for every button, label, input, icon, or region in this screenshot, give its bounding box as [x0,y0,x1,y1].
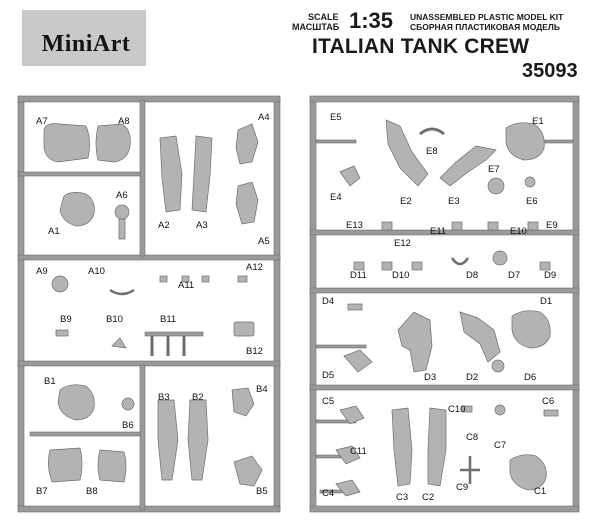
part-label: B11 [160,314,176,325]
part-label: D7 [508,270,520,281]
part-label: A10 [88,266,105,277]
part-label: C10 [448,404,465,415]
part-label: E11 [430,226,446,237]
right-sprue-parts [335,119,559,497]
part-label: D11 [350,270,367,281]
part-label: D8 [466,270,478,281]
part-label: B2 [192,392,204,403]
part-label: D1 [540,296,552,307]
part-label: E9 [546,220,558,231]
part-label: B3 [158,392,170,403]
part-label: B10 [106,314,123,325]
part-label: C4 [322,488,334,499]
part-label: C7 [494,440,506,451]
part-label: E3 [448,196,460,207]
part-label: C6 [542,396,554,407]
part-label: E6 [526,196,538,207]
part-label: A7 [36,116,48,127]
part-label: A3 [196,220,208,231]
right-part-labels: E5 E1 E8 E7 E4 E2 E3 E6 E13 E12 E11 E10 … [322,112,558,503]
part-label: B5 [256,486,268,497]
part-label: C2 [422,492,434,503]
part-label: D6 [524,372,536,383]
part-label: A2 [158,220,170,231]
part-label: B6 [122,420,134,431]
part-label: D2 [466,372,478,383]
part-label: B12 [246,346,263,357]
scale-label-ru: МАСШТАБ [292,22,340,32]
left-sprue-parts [43,123,263,487]
part-label: A6 [116,190,128,201]
part-label: E5 [330,112,342,123]
scale-ratio: 1:35 [349,8,394,33]
part-label: D5 [322,370,334,381]
part-label: C8 [466,432,478,443]
part-label: C11 [350,446,367,457]
part-label: A5 [258,236,270,247]
miniart-logo: MiniArt [22,10,146,66]
part-label: D9 [544,270,556,281]
part-label: D4 [322,296,334,307]
part-label: B8 [86,486,98,497]
part-label: A12 [246,262,263,273]
part-label: D10 [392,270,409,281]
kit-code: 35093 [522,60,578,82]
part-label: C3 [396,492,408,503]
part-label: A4 [258,112,270,123]
part-label: E10 [510,226,527,237]
left-part-labels: A7 A8 A4 A6 A1 A2 A3 A5 A9 A10 A11 A12 B… [36,112,270,497]
part-label: B7 [36,486,48,497]
part-label: E1 [532,116,544,127]
brand-name: MiniArt [41,30,131,57]
kit-type-en: UNASSEMBLED PLASTIC MODEL KIT [410,12,564,22]
right-sprue-frame [309,95,580,513]
part-label: E8 [426,146,438,157]
part-label: D3 [424,372,436,383]
part-label: A9 [36,266,48,277]
part-label: E2 [400,196,412,207]
part-label: E12 [394,238,411,249]
part-label: C5 [322,396,334,407]
part-label: E7 [488,164,500,175]
part-label: A11 [178,280,194,291]
part-label: C9 [456,482,468,493]
part-label: A8 [118,116,130,127]
part-label: B1 [44,376,56,387]
kit-title: ITALIAN TANK CREW [312,35,530,58]
kit-type-ru: СБОРНАЯ ПЛАСТИКОВАЯ МОДЕЛЬ [410,22,561,32]
left-sprue-frame [17,95,281,513]
part-label: A1 [48,226,60,237]
part-label: E13 [346,220,363,231]
part-label: B9 [60,314,72,325]
part-label: B4 [256,384,268,395]
part-label: C1 [534,486,546,497]
part-label: E4 [330,192,342,203]
scale-label-en: SCALE [308,12,339,22]
